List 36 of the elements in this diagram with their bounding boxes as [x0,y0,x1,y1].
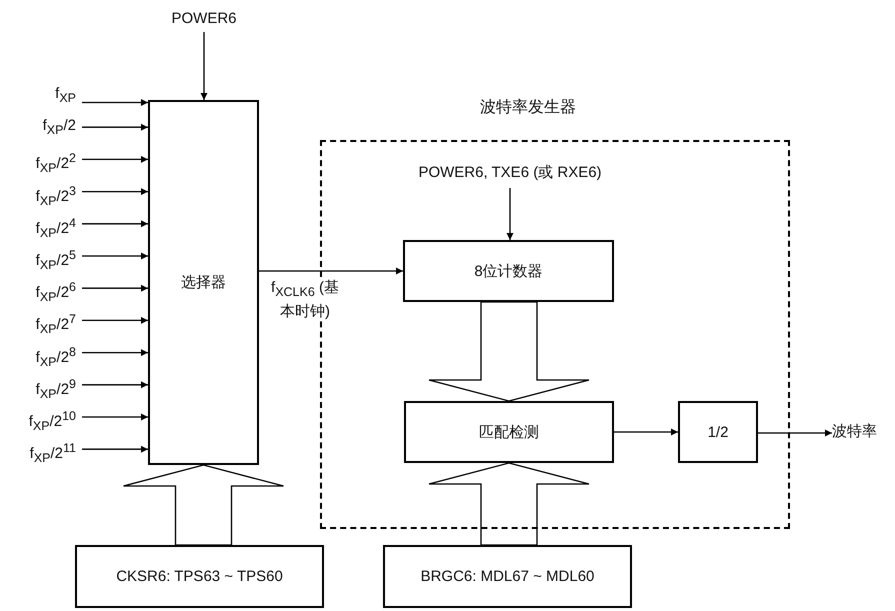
arrow [259,268,403,274]
signal-label: POWER6 [172,10,236,28]
arrow [82,349,148,356]
block-box: 选择器 [148,100,259,465]
block-box: 匹配检测 [404,401,614,463]
signal-label: f$_{XP}$/2$^{11}$ [30,439,76,460]
arrow [758,430,832,436]
arrow [82,381,148,388]
arrow [82,284,148,292]
arrow [82,156,148,163]
arrow [200,32,208,100]
signal-label: f$_{XP}$/2 [42,117,76,138]
signal-label: f$_{XP}$/2$^{2}$ [36,149,76,170]
arrow [82,316,148,324]
bus-arrow [428,462,590,546]
block-box: 1/2 [678,401,758,463]
arrow [82,188,148,196]
signal-label: f$_{XP}$/2$^{7}$ [36,310,76,330]
arrow [82,446,148,453]
arrow [82,414,148,420]
arrow [82,220,148,228]
signal-label: f$_{XP}$ [55,85,76,105]
arrow [614,428,678,436]
arrow [82,252,148,260]
arrow [82,99,148,106]
block-box: CKSR6: TPS63 ~ TPS60 [75,545,324,608]
arrow [506,188,514,240]
bus-arrow [428,301,590,402]
signal-label: f$_{XP}$/2$^{6}$ [36,278,76,298]
signal-label: 波特率 [832,423,877,443]
block-box: 8位计数器 [403,240,614,302]
group-heading: 波特率发生器 [480,99,576,117]
signal-label: POWER6, TXE6 (或 RXE6) [418,164,602,184]
bus-arrow [122,464,284,546]
arrow [82,124,148,131]
block-box: BRGC6: MDL67 ~ MDL60 [383,545,632,608]
